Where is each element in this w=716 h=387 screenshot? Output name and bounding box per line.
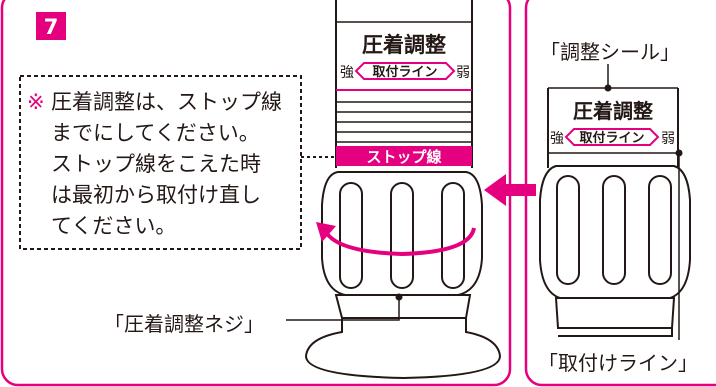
left-seal-weak: 弱 bbox=[456, 65, 470, 81]
right-panel-frame bbox=[524, 0, 716, 387]
right-knob-body bbox=[539, 165, 691, 299]
rotation-arrow bbox=[324, 227, 476, 257]
note-line-4: は最初から取付け直し bbox=[51, 183, 261, 207]
mount-callout-label: 「取付けライン」 bbox=[538, 351, 698, 375]
right-seal-strong: 強 bbox=[550, 131, 564, 147]
right-knob-slot-3 bbox=[648, 175, 672, 285]
step-badge bbox=[36, 12, 66, 40]
right-seal-line-tag bbox=[564, 128, 660, 146]
left-knob-body bbox=[321, 171, 483, 296]
note-line-2: までにしてください。 bbox=[51, 121, 260, 145]
left-seal-strong: 強 bbox=[340, 65, 354, 81]
screw-callout-label: 「圧着調整ネジ」 bbox=[104, 312, 264, 336]
note-mark: ※ bbox=[27, 90, 45, 114]
left-base-foot bbox=[304, 317, 502, 380]
note-line-3: ストップ線をこえた時 bbox=[51, 152, 261, 176]
right-seal-line-label: 取付ライン bbox=[579, 130, 644, 146]
left-knob-slot-1 bbox=[339, 182, 363, 289]
right-base-foot bbox=[558, 327, 673, 337]
left-knob-slot-2 bbox=[390, 182, 414, 289]
left-seal-line-tag bbox=[354, 62, 456, 80]
right-knob-slot-1 bbox=[556, 175, 580, 285]
right-seal-weak: 弱 bbox=[661, 131, 675, 147]
stop-line-label: ストップ線 bbox=[366, 148, 441, 166]
right-knob-slot-2 bbox=[602, 175, 626, 285]
left-seal-title: 圧着調整 bbox=[362, 33, 446, 57]
note-line-5: てください。 bbox=[51, 214, 176, 238]
left-seal-cylinder bbox=[335, 0, 473, 168]
seal-callout-label: 「調整シール」 bbox=[540, 40, 680, 64]
move-arrow bbox=[484, 174, 536, 206]
rotation-arrow-head bbox=[316, 222, 336, 242]
left-base-neck bbox=[334, 294, 472, 319]
right-seal-title: 圧着調整 bbox=[573, 99, 653, 123]
note-box bbox=[19, 75, 302, 250]
step-number: 7 bbox=[44, 15, 59, 39]
left-knob-slot-3 bbox=[441, 182, 465, 289]
screw-callout-line bbox=[286, 297, 400, 321]
left-seal-line-label: 取付ライン bbox=[372, 64, 437, 80]
note-line-1: 圧着調整は、ストップ線 bbox=[51, 90, 282, 114]
right-base-neck bbox=[554, 297, 676, 329]
stop-line-band bbox=[336, 146, 472, 166]
